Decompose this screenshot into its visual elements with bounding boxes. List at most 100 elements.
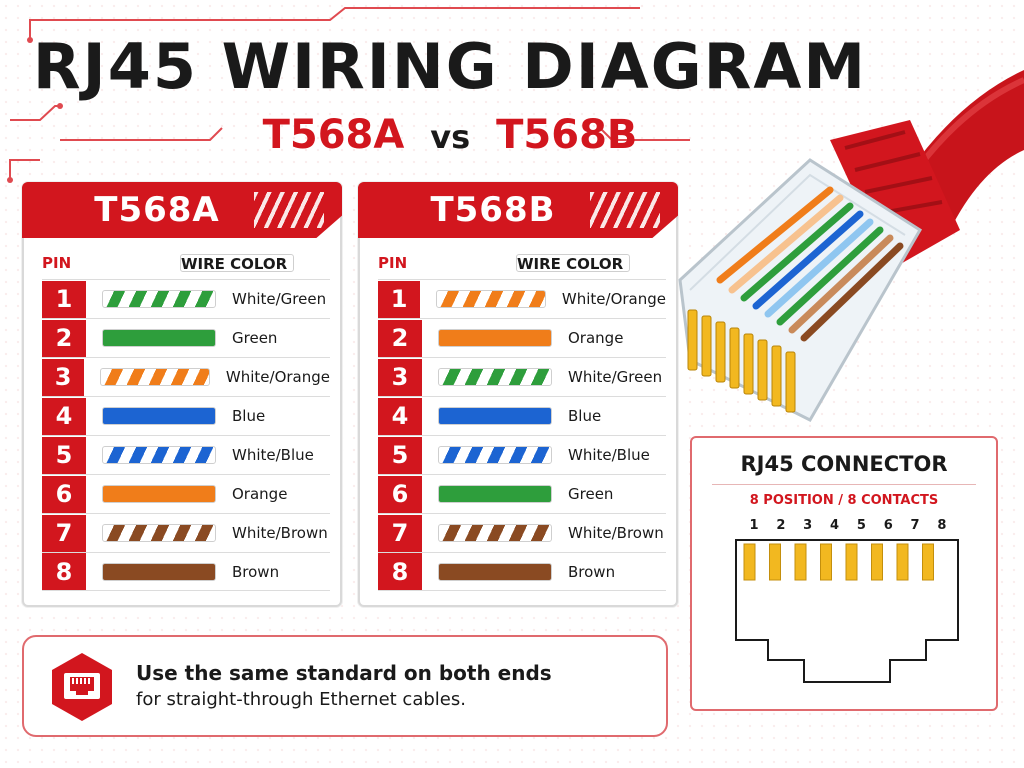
connector-contact bbox=[845, 543, 858, 581]
connector-contact bbox=[820, 543, 832, 581]
pin-number: 7 bbox=[42, 514, 86, 552]
wire-label: White/Orange bbox=[225, 368, 330, 386]
pin-number: 5 bbox=[42, 436, 86, 474]
pin-number: 4 bbox=[42, 397, 86, 435]
wire-label: White/Brown bbox=[232, 524, 328, 542]
rj45-plug-illustration bbox=[678, 70, 1024, 422]
table-row: 1 White/Green bbox=[42, 279, 330, 318]
pin-number: 7 bbox=[378, 514, 422, 552]
t568a-header: T568A bbox=[22, 182, 342, 238]
wire-color-column-header: WIRE COLOR bbox=[180, 254, 294, 273]
table-row: 2 Orange bbox=[378, 318, 666, 357]
pin-number: 1 bbox=[42, 280, 86, 318]
wire-label: Orange bbox=[568, 329, 624, 347]
wire-label: Brown bbox=[568, 562, 616, 581]
header-stripes bbox=[254, 192, 324, 228]
t568b-title: T568B bbox=[430, 190, 556, 230]
connector-contact bbox=[769, 543, 781, 581]
table-row: 8 Brown bbox=[378, 552, 666, 591]
wire-label: Green bbox=[232, 329, 278, 347]
wire-label: White/Green bbox=[232, 290, 327, 308]
connector-pin-number: 5 bbox=[856, 518, 866, 533]
table-row: 5 White/Blue bbox=[378, 435, 666, 474]
wire-color-column-header: WIRE COLOR bbox=[516, 254, 630, 273]
connector-contact bbox=[871, 543, 883, 581]
connector-contact bbox=[794, 543, 807, 581]
wire-swatch bbox=[438, 407, 552, 425]
table-row: 7 White/Brown bbox=[378, 513, 666, 552]
wire-label: White/Brown bbox=[568, 524, 664, 542]
connector-pin-number: 1 bbox=[749, 518, 759, 533]
wire-swatch bbox=[438, 562, 552, 581]
rj45-connector-panel: RJ45 CONNECTOR 8 POSITION / 8 CONTACTS 1… bbox=[690, 436, 998, 711]
connector-pin-number: 3 bbox=[803, 518, 813, 533]
connector-subtitle: 8 POSITION / 8 CONTACTS bbox=[749, 493, 939, 508]
table-row: 3 White/Orange bbox=[42, 357, 330, 396]
usage-note: Use the same standard on both ends for s… bbox=[22, 635, 668, 737]
wire-swatch bbox=[102, 290, 216, 308]
t568b-panel: T568B PIN WIRE COLOR 1 White/Orange 2 Orang… bbox=[358, 182, 678, 607]
pin-number: 6 bbox=[42, 475, 86, 513]
connector-contact bbox=[896, 543, 909, 581]
wire-swatch bbox=[102, 562, 216, 581]
connector-title: RJ45 CONNECTOR bbox=[740, 452, 948, 476]
table-row: 6 Orange bbox=[42, 474, 330, 513]
connector-subtitle-wrap: 8 POSITION / 8 CONTACTS bbox=[712, 484, 976, 510]
table-row: 6 Green bbox=[378, 474, 666, 513]
pin-column-header: PIN bbox=[42, 254, 72, 272]
connector-jack-outline bbox=[735, 539, 959, 683]
page-title: RJ45 WIRING DIAGRAM bbox=[32, 30, 868, 103]
wire-label: White/Orange bbox=[561, 290, 666, 308]
wire-swatch bbox=[102, 407, 216, 425]
table-row: 2 Green bbox=[42, 318, 330, 357]
wire-label: Blue bbox=[568, 407, 602, 425]
t568b-header: T568B bbox=[358, 182, 678, 238]
wire-swatch bbox=[102, 446, 216, 464]
table-row: 3 White/Green bbox=[378, 357, 666, 396]
wire-label: Orange bbox=[232, 485, 288, 503]
connector-pin-number: 4 bbox=[830, 518, 840, 533]
wire-swatch bbox=[436, 290, 546, 308]
wire-swatch bbox=[438, 524, 552, 542]
note-headline: Use the same standard on both ends bbox=[136, 661, 552, 685]
wire-label: Brown bbox=[232, 562, 280, 581]
pin-number: 8 bbox=[378, 553, 422, 590]
t568a-title: T568A bbox=[94, 190, 220, 230]
pin-number: 4 bbox=[378, 397, 422, 435]
table-row: 4 Blue bbox=[378, 396, 666, 435]
pin-number: 1 bbox=[378, 280, 421, 318]
pin-column-header: PIN bbox=[378, 254, 408, 272]
connector-pin-number: 6 bbox=[883, 518, 893, 533]
wire-label: White/Blue bbox=[232, 446, 314, 464]
table-row: 7 White/Brown bbox=[42, 513, 330, 552]
wire-swatch bbox=[102, 524, 216, 542]
header-stripes bbox=[590, 192, 660, 228]
pin-number: 2 bbox=[42, 319, 86, 357]
pin-number: 5 bbox=[378, 436, 422, 474]
table-row: 1 White/Orange bbox=[378, 279, 666, 318]
wire-swatch bbox=[100, 368, 210, 386]
wire-swatch bbox=[102, 485, 216, 503]
pin-number: 3 bbox=[378, 358, 422, 396]
pin-number: 2 bbox=[378, 319, 422, 357]
connector-pin-number: 7 bbox=[910, 518, 920, 533]
wire-label: White/Blue bbox=[568, 446, 650, 464]
subtitle-t568b: T568B bbox=[496, 112, 638, 158]
wire-label: White/Green bbox=[568, 368, 663, 386]
table-row: 5 White/Blue bbox=[42, 435, 330, 474]
connector-contact bbox=[743, 543, 756, 581]
pin-number: 6 bbox=[378, 475, 422, 513]
page-subtitle: T568A vs T568B bbox=[0, 112, 900, 158]
header-decoration bbox=[7, 7, 690, 183]
wire-label: Blue bbox=[232, 407, 266, 425]
note-detail: for straight-through Ethernet cables. bbox=[136, 689, 466, 710]
connector-pin-number: 8 bbox=[937, 518, 947, 533]
wire-label: Green bbox=[568, 485, 614, 503]
connector-contact bbox=[922, 543, 934, 581]
subtitle-vs: vs bbox=[430, 118, 471, 156]
pin-number: 3 bbox=[42, 358, 85, 396]
